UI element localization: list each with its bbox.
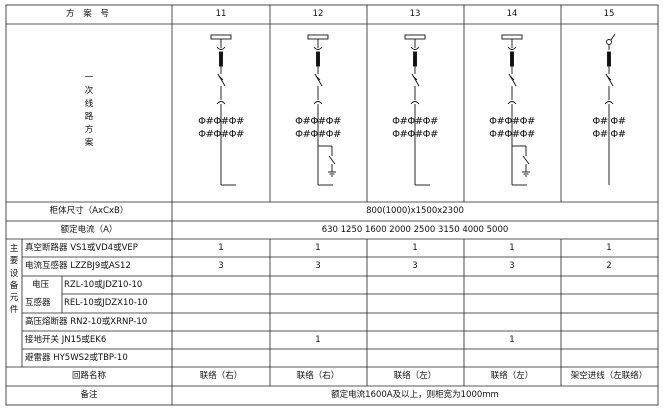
rated-current-label: 额定电流（A） xyxy=(60,225,118,235)
breaker-icon xyxy=(314,73,323,87)
plug-contact-icon xyxy=(216,46,226,50)
ct-qty: 3 xyxy=(315,261,321,271)
header-label: 方 案 号 xyxy=(66,9,112,19)
equipment-label-arrester: 避雷器 HY5WS2或TBP-10 xyxy=(25,353,128,363)
ct-qty: 3 xyxy=(218,261,224,271)
ct-qty: 3 xyxy=(412,261,418,271)
current-transformer-icon: Φ#Φ#Φ# xyxy=(489,116,535,127)
fuse-icon xyxy=(219,51,223,67)
fuse-icon xyxy=(607,51,611,67)
primary-circuit-label: 一次线路方案 xyxy=(84,73,94,148)
plug-contact-icon xyxy=(410,101,420,105)
main-equipment-group-label: 主要设备元件 xyxy=(9,244,19,316)
plug-contact-icon xyxy=(507,101,517,105)
circuit-name-label: 回路名称 xyxy=(71,371,107,381)
plug-contact-icon xyxy=(507,46,517,50)
breaker-icon xyxy=(508,73,517,87)
current-transformer-icon: Φ#Φ#Φ# xyxy=(392,116,438,127)
breaker-qty: 1 xyxy=(412,243,418,253)
remarks-value: 额定电流1600A及以上，则柜宽为1000mm xyxy=(331,390,499,400)
current-transformer-icon: Φ#Φ#Φ# xyxy=(392,129,438,140)
plug-contact-icon xyxy=(604,101,614,105)
breaker-qty: 1 xyxy=(509,243,515,253)
plug-contact-icon xyxy=(216,101,226,105)
fuse-icon xyxy=(413,51,417,67)
current-transformer-icon: Φ#Φ#Φ# xyxy=(198,129,244,140)
circuit-name: 联络（右） xyxy=(199,371,243,381)
earth-switch-icon xyxy=(328,155,336,165)
busbar-terminal-icon xyxy=(501,34,523,40)
scheme-number: 12 xyxy=(312,9,324,19)
breaker-icon xyxy=(605,73,614,87)
cabinet-size-label: 柜体尺寸（AxCxB） xyxy=(49,206,129,216)
current-transformer-icon: Φ# Φ# xyxy=(592,116,626,127)
equipment-label-fuse: 高压熔断器 RN2-10或XRNP-10 xyxy=(25,317,148,327)
equipment-model-vt-2: REL-10或JDZX10-10 xyxy=(64,298,148,308)
busbar-terminal-icon xyxy=(210,34,232,40)
earth-switch-qty: 1 xyxy=(315,335,321,345)
ct-qty: 3 xyxy=(509,261,515,271)
equipment-model-vt: RZL-10或JDZ10-10 xyxy=(64,280,143,290)
overhead-entry-icon xyxy=(606,39,612,45)
breaker-mark-icon xyxy=(509,75,515,81)
equipment-label-ct: 电流互感器 LZZBJ9或AS12 xyxy=(25,261,131,271)
equipment-label-vt: 电压 xyxy=(32,280,50,290)
remarks-label: 备注 xyxy=(80,390,98,400)
breaker-qty: 1 xyxy=(218,243,224,253)
scheme-number: 11 xyxy=(215,9,227,19)
fuse-icon xyxy=(510,51,514,67)
scheme-number: 15 xyxy=(603,9,615,19)
earth-switch-qty: 1 xyxy=(509,335,515,345)
ct-qty: 2 xyxy=(606,261,612,271)
current-transformer-icon: Φ#Φ#Φ# xyxy=(295,116,341,127)
scheme-number: 14 xyxy=(506,9,518,19)
breaker-mark-icon xyxy=(412,75,418,81)
current-transformer-icon: Φ#Φ#Φ# xyxy=(295,129,341,140)
current-transformer-icon: Φ# Φ# xyxy=(592,129,626,140)
circuit-name: 联络（左） xyxy=(393,371,437,381)
rated-current-value: 630 1250 1600 2000 2500 3150 4000 5000 xyxy=(321,225,509,235)
busbar-terminal-icon xyxy=(307,34,329,40)
breaker-mark-icon xyxy=(315,75,321,81)
cabinet-size-value: 800(1000)x1500x2300 xyxy=(366,206,464,216)
circuit-name: 联络（右） xyxy=(296,371,340,381)
current-transformer-icon: Φ#Φ#Φ# xyxy=(489,129,535,140)
plug-contact-icon xyxy=(313,46,323,50)
fuse-icon xyxy=(316,51,320,67)
circuit-name: 架空进线（左联络） xyxy=(570,371,648,381)
breaker-mark-icon xyxy=(218,75,224,81)
plug-contact-icon xyxy=(410,46,420,50)
current-transformer-icon: Φ#Φ#Φ# xyxy=(198,116,244,127)
circuit-name: 联络（左） xyxy=(490,371,534,381)
breaker-qty: 1 xyxy=(606,243,612,253)
equipment-label-vt-2: 互感器 xyxy=(25,298,51,308)
scheme-number: 13 xyxy=(409,9,421,19)
plug-contact-icon xyxy=(313,101,323,105)
equipment-label-breaker: 真空断路器 VS1或VD4或VEP xyxy=(25,243,138,253)
breaker-icon xyxy=(411,73,420,87)
breaker-icon xyxy=(217,73,226,87)
overhead-arrow-icon xyxy=(610,33,616,41)
breaker-qty: 1 xyxy=(315,243,321,253)
breaker-mark-icon xyxy=(606,75,612,81)
busbar-terminal-icon xyxy=(404,34,426,40)
equipment-label-earth-switch: 接地开关 JN15或EK6 xyxy=(25,335,107,345)
earth-switch-icon xyxy=(522,155,530,165)
